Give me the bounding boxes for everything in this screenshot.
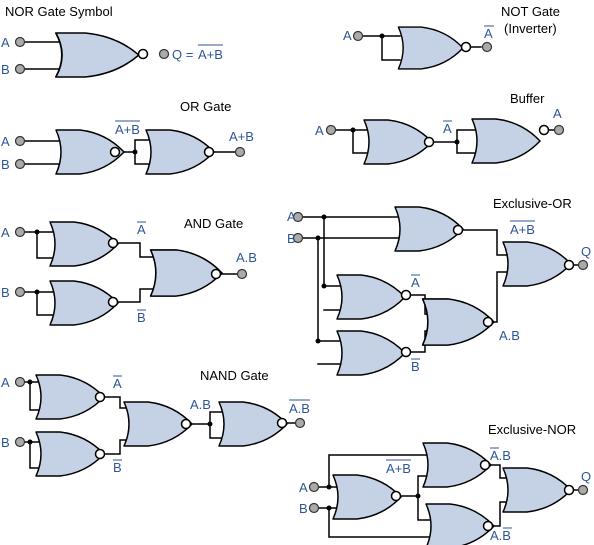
nand-output-terminal — [294, 417, 306, 429]
and-label-b: B — [1, 285, 10, 300]
or-label-mid: A+B — [115, 122, 140, 137]
and-nor-b — [49, 280, 119, 326]
xnor-label-b: B — [299, 501, 308, 516]
not-title-line2: (Inverter) — [504, 21, 557, 36]
or-gate-section: OR Gate A B A+B A+B — [1, 99, 254, 175]
xnor-input-a-terminal — [308, 481, 320, 493]
and-label-not-a: A — [137, 222, 146, 237]
and-nor-a — [49, 221, 119, 267]
or-title: OR Gate — [180, 99, 231, 114]
xor-output-terminal — [577, 259, 589, 271]
and-label-out: A.B — [236, 250, 257, 265]
nor-input-b-terminal — [14, 63, 26, 75]
nor-label-not-a-plus-b: A+B — [198, 47, 223, 62]
not-title-line1: NOT Gate — [501, 4, 560, 19]
xor-nor-out — [502, 241, 572, 287]
nor-label-a: A — [1, 35, 10, 50]
nor-gate — [54, 32, 140, 78]
nor-bubble — [137, 48, 149, 60]
nand-nor-out — [218, 401, 288, 447]
not-gate-section: NOT Gate (Inverter) A A — [343, 4, 560, 70]
nand-nor-a — [35, 374, 105, 420]
or-input-b-terminal — [14, 158, 26, 170]
nand-label-and: A.B — [190, 397, 211, 412]
buffer-nor-2 — [471, 118, 541, 164]
xnor-label-q: Q — [581, 469, 591, 484]
nor-input-a-terminal — [14, 36, 26, 48]
nor-output-terminal — [158, 48, 170, 60]
and-output-terminal — [236, 268, 248, 280]
xnor-input-b-terminal — [308, 502, 320, 514]
xnor-label-nor: A+B — [386, 461, 411, 476]
xor-title: Exclusive-OR — [493, 196, 572, 211]
xor-nor-top — [394, 206, 464, 252]
xor-label-nor: A+B — [510, 222, 535, 237]
nor-label-b: B — [1, 62, 10, 77]
xor-label-not-b: B — [411, 359, 420, 374]
nand-title: NAND Gate — [200, 368, 269, 383]
xnor-nor-out — [502, 467, 572, 513]
xor-nor-mid-a — [336, 274, 406, 320]
xor-section: Exclusive-OR A B A+B A B A.B Q — [287, 196, 591, 376]
xnor-section: Exclusive-NOR A B A+B A.B A.B Q — [299, 422, 591, 545]
buffer-label-not-a: A — [443, 121, 452, 136]
xor-label-and: A.B — [499, 328, 520, 343]
xor-label-a: A — [287, 209, 296, 224]
nor-label-q: Q = — [172, 47, 193, 62]
or-label-b: B — [1, 157, 10, 172]
not-gate — [397, 26, 464, 70]
and-title: AND Gate — [184, 216, 243, 231]
and-input-b-terminal — [14, 286, 26, 298]
or-label-out: A+B — [229, 129, 254, 144]
buffer-label-out: A — [553, 106, 562, 121]
xor-label-q: Q — [581, 244, 591, 259]
not-input-terminal — [352, 30, 364, 42]
xor-label-not-a: A — [411, 275, 420, 290]
xor-label-b: B — [287, 231, 296, 246]
nor-title: NOR Gate Symbol — [5, 4, 113, 19]
nand-input-b-terminal — [14, 436, 26, 448]
nor-symbol-section: NOR Gate Symbol A B Q = A+B — [1, 4, 223, 78]
or-input-a-terminal — [14, 135, 26, 147]
buffer-section: Buffer A A A — [315, 91, 565, 165]
nand-gate-section: NAND Gate A B A B A.B A.B — [1, 368, 310, 477]
nand-label-a: A — [1, 375, 10, 390]
xnor-label-bottom: A.B — [490, 528, 511, 543]
buffer-input-terminal — [325, 124, 337, 136]
or-output-terminal — [234, 146, 246, 158]
nand-label-not-a: A — [113, 376, 122, 391]
xnor-label-a: A — [299, 480, 308, 495]
xor-input-b-terminal — [292, 232, 304, 244]
nand-label-not-b: B — [113, 460, 122, 475]
buffer-title: Buffer — [510, 91, 545, 106]
nand-label-b: B — [1, 435, 10, 450]
xnor-label-top: A.B — [490, 448, 511, 463]
and-label-not-b: B — [137, 310, 146, 325]
xnor-nor-in — [332, 474, 402, 520]
and-label-a: A — [1, 225, 10, 240]
nand-input-a-terminal — [14, 376, 26, 388]
not-bubble — [460, 41, 472, 53]
not-label-a: A — [343, 28, 352, 43]
or-label-a: A — [1, 134, 10, 149]
and-gate-section: AND Gate A B A B A.B — [1, 216, 257, 326]
buffer-output-terminal — [553, 124, 565, 136]
not-output-terminal — [481, 41, 493, 53]
buffer-nor-1 — [363, 119, 433, 165]
xor-input-a-terminal — [292, 211, 304, 223]
xnor-output-terminal — [577, 484, 589, 496]
not-label-not-a: A — [484, 26, 493, 41]
and-input-a-terminal — [14, 226, 26, 238]
xor-nor-mid-b — [336, 330, 406, 376]
nand-label-out: A.B — [289, 401, 310, 416]
nand-nor-b — [35, 431, 105, 477]
buffer-label-a: A — [315, 123, 324, 138]
xnor-title: Exclusive-NOR — [488, 422, 576, 437]
